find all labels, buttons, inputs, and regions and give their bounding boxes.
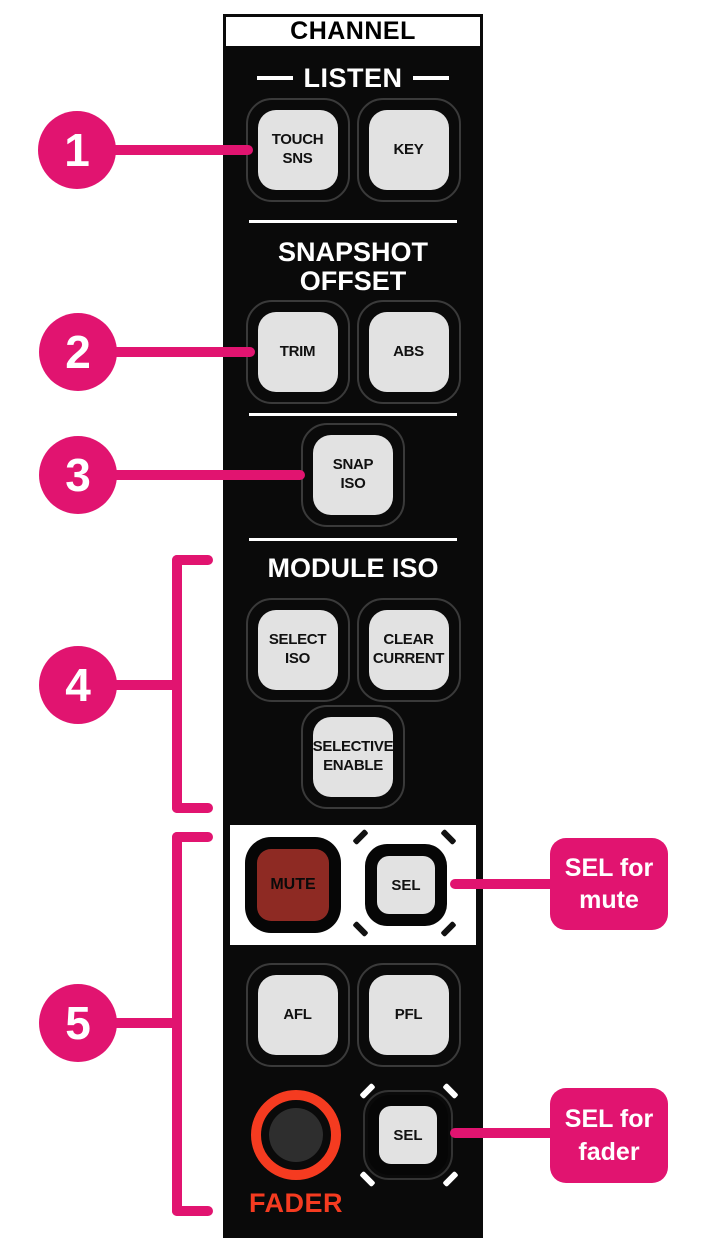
- snap-iso-button-label: SNAP ISO: [313, 435, 393, 515]
- mute-button[interactable]: MUTE: [245, 837, 341, 933]
- pfl-button-label: PFL: [368, 975, 449, 1055]
- fader-knob-cap: [269, 1108, 323, 1162]
- mute-button-label: MUTE: [257, 849, 329, 921]
- sel-mute-callout-line: [450, 879, 556, 889]
- callout-badge-2: 2: [39, 313, 117, 391]
- callout-5-bracket-top-arm: [172, 832, 213, 842]
- selective-enable-row: SELECTIVE ENABLE: [223, 705, 483, 809]
- listen-section-header: LISTEN: [223, 62, 483, 94]
- sel-mute-button-label: SEL: [377, 856, 435, 914]
- key-button[interactable]: KEY: [356, 98, 461, 202]
- snap-iso-row: SNAP ISO: [223, 423, 483, 527]
- sel-fader-button[interactable]: SEL: [368, 1095, 448, 1175]
- sel-fader-callout-line: [450, 1128, 556, 1138]
- callout-2-line: [78, 347, 255, 357]
- key-button-label: KEY: [368, 110, 449, 190]
- sel-corner-tick-icon: [442, 1170, 459, 1188]
- callout-number-1: 1: [64, 124, 90, 176]
- snap-iso-button[interactable]: SNAP ISO: [301, 423, 405, 527]
- trim-button[interactable]: TRIM: [245, 300, 350, 404]
- panel-title: CHANNEL: [226, 17, 480, 46]
- abs-button-label: ABS: [368, 312, 449, 392]
- sel-fader-outline: SEL: [363, 1090, 453, 1180]
- selective-enable-button[interactable]: SELECTIVE ENABLE: [301, 705, 405, 809]
- clear-current-button[interactable]: CLEAR CURRENT: [356, 598, 461, 702]
- callout-5-line: [78, 1018, 182, 1028]
- channel-strip-panel: CHANNEL LISTEN TOUCH SNS KEY SNAPSHOT OF…: [223, 14, 483, 1238]
- callout-badge-4: 4: [39, 646, 117, 724]
- snapshot-offset-title: SNAPSHOT OFFSET: [277, 237, 429, 296]
- select-iso-button[interactable]: SELECT ISO: [245, 598, 350, 702]
- sel-corner-tick-icon: [440, 828, 457, 846]
- dash-right: [412, 76, 449, 80]
- sel-fader-button-label: SEL: [379, 1106, 437, 1164]
- callout-number-5: 5: [65, 997, 91, 1049]
- divider: [249, 538, 457, 541]
- touch-sns-button[interactable]: TOUCH SNS: [245, 98, 350, 202]
- callout-3-line: [78, 470, 305, 480]
- touch-sns-button-label: TOUCH SNS: [257, 110, 338, 190]
- sel-corner-tick-icon: [352, 828, 369, 846]
- mute-sel-group-box: MUTE SEL: [230, 825, 476, 945]
- callout-number-4: 4: [65, 659, 91, 711]
- sel-for-mute-label: SEL for mute: [550, 838, 668, 930]
- clear-current-button-label: CLEAR CURRENT: [368, 610, 449, 690]
- sel-mute-button[interactable]: SEL: [365, 844, 447, 926]
- listen-title: LISTEN: [303, 62, 403, 93]
- callout-4-bracket-bottom-arm: [172, 803, 213, 813]
- callout-4-line: [78, 680, 182, 690]
- select-iso-button-label: SELECT ISO: [257, 610, 338, 690]
- abs-button[interactable]: ABS: [356, 300, 461, 404]
- callout-4-bracket-top-arm: [172, 555, 213, 565]
- trim-button-label: TRIM: [257, 312, 338, 392]
- divider: [249, 220, 457, 223]
- snapshot-offset-buttons-row: TRIM ABS: [223, 300, 483, 404]
- callout-1-line: [77, 145, 253, 155]
- afl-button[interactable]: AFL: [245, 963, 350, 1067]
- selective-enable-button-label: SELECTIVE ENABLE: [313, 717, 394, 797]
- callout-4-bracket-vertical: [172, 555, 182, 813]
- fader-knob[interactable]: [251, 1090, 341, 1180]
- afl-pfl-buttons-row: AFL PFL: [223, 963, 483, 1067]
- divider: [249, 413, 457, 416]
- callout-badge-3: 3: [39, 436, 117, 514]
- module-iso-title: MODULE ISO: [267, 553, 439, 583]
- callout-5-bracket-bottom-arm: [172, 1206, 213, 1216]
- module-iso-buttons-row: SELECT ISO CLEAR CURRENT: [223, 598, 483, 702]
- callout-badge-1: 1: [38, 111, 116, 189]
- afl-button-label: AFL: [257, 975, 338, 1055]
- dash-left: [257, 76, 294, 80]
- callout-5-bracket-vertical: [172, 832, 182, 1216]
- callout-number-2: 2: [65, 326, 91, 378]
- fader-label: FADER: [248, 1188, 343, 1218]
- sel-fader-group: SEL: [359, 1082, 459, 1188]
- callout-badge-5: 5: [39, 984, 117, 1062]
- sel-corner-tick-icon: [440, 920, 457, 938]
- sel-for-fader-label: SEL for fader: [550, 1088, 668, 1183]
- callout-number-3: 3: [65, 449, 91, 501]
- sel-corner-tick-icon: [352, 920, 369, 938]
- listen-buttons-row: TOUCH SNS KEY: [223, 98, 483, 202]
- pfl-button[interactable]: PFL: [356, 963, 461, 1067]
